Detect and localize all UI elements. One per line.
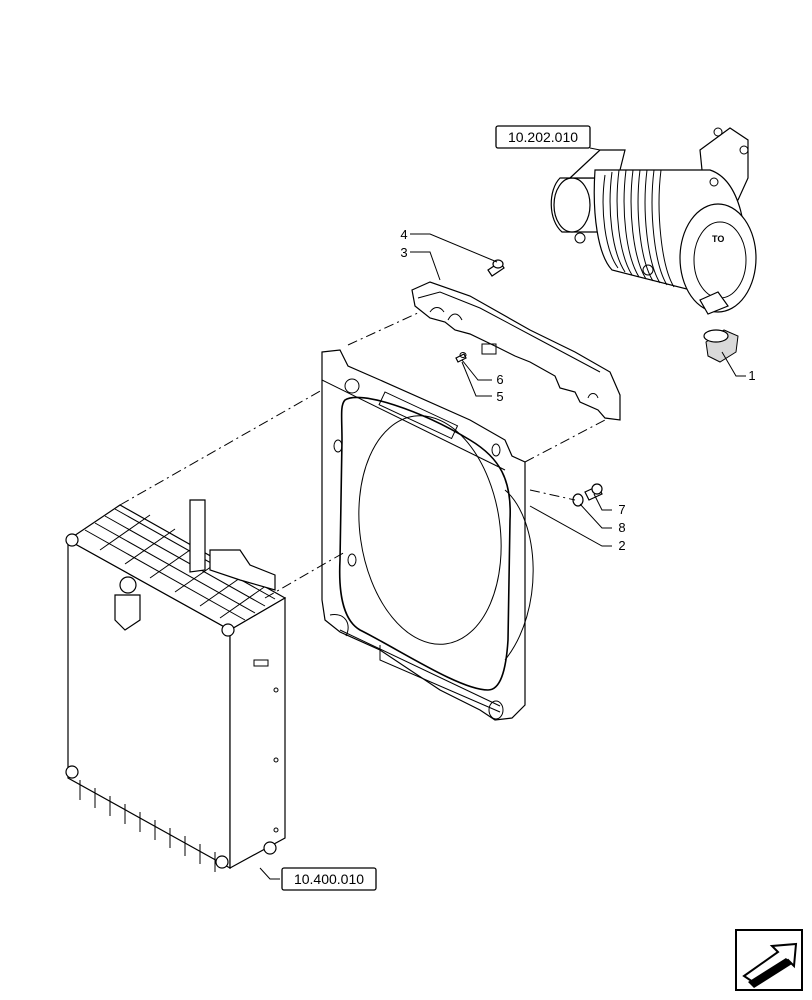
callout-1: 1: [748, 368, 755, 383]
dust-valve: [703, 329, 739, 363]
radiator: [65, 499, 287, 872]
fasteners: [455, 259, 603, 507]
callout-6: 6: [496, 372, 503, 387]
return-arrow-icon[interactable]: [735, 929, 803, 991]
callout-5: 5: [496, 389, 503, 404]
callout-3: 3: [400, 245, 407, 260]
ref-label-air-filter: 10.202.010: [508, 129, 578, 145]
air-filter-housing: TO: [550, 127, 757, 315]
callout-8: 8: [618, 520, 625, 535]
callout-2: 2: [618, 538, 625, 553]
fan-shroud: [321, 349, 534, 721]
ref-label-radiator: 10.400.010: [294, 871, 364, 887]
alignment-lines: [119, 311, 606, 599]
callout-7: 7: [618, 502, 625, 517]
ref-box-air-filter[interactable]: 10.202.010: [495, 125, 591, 149]
callout-4: 4: [400, 227, 407, 242]
cover-bracket: [411, 281, 621, 421]
leader-lines: [259, 147, 746, 880]
svg-text:TO: TO: [712, 234, 724, 244]
ref-box-radiator[interactable]: 10.400.010: [281, 867, 377, 891]
